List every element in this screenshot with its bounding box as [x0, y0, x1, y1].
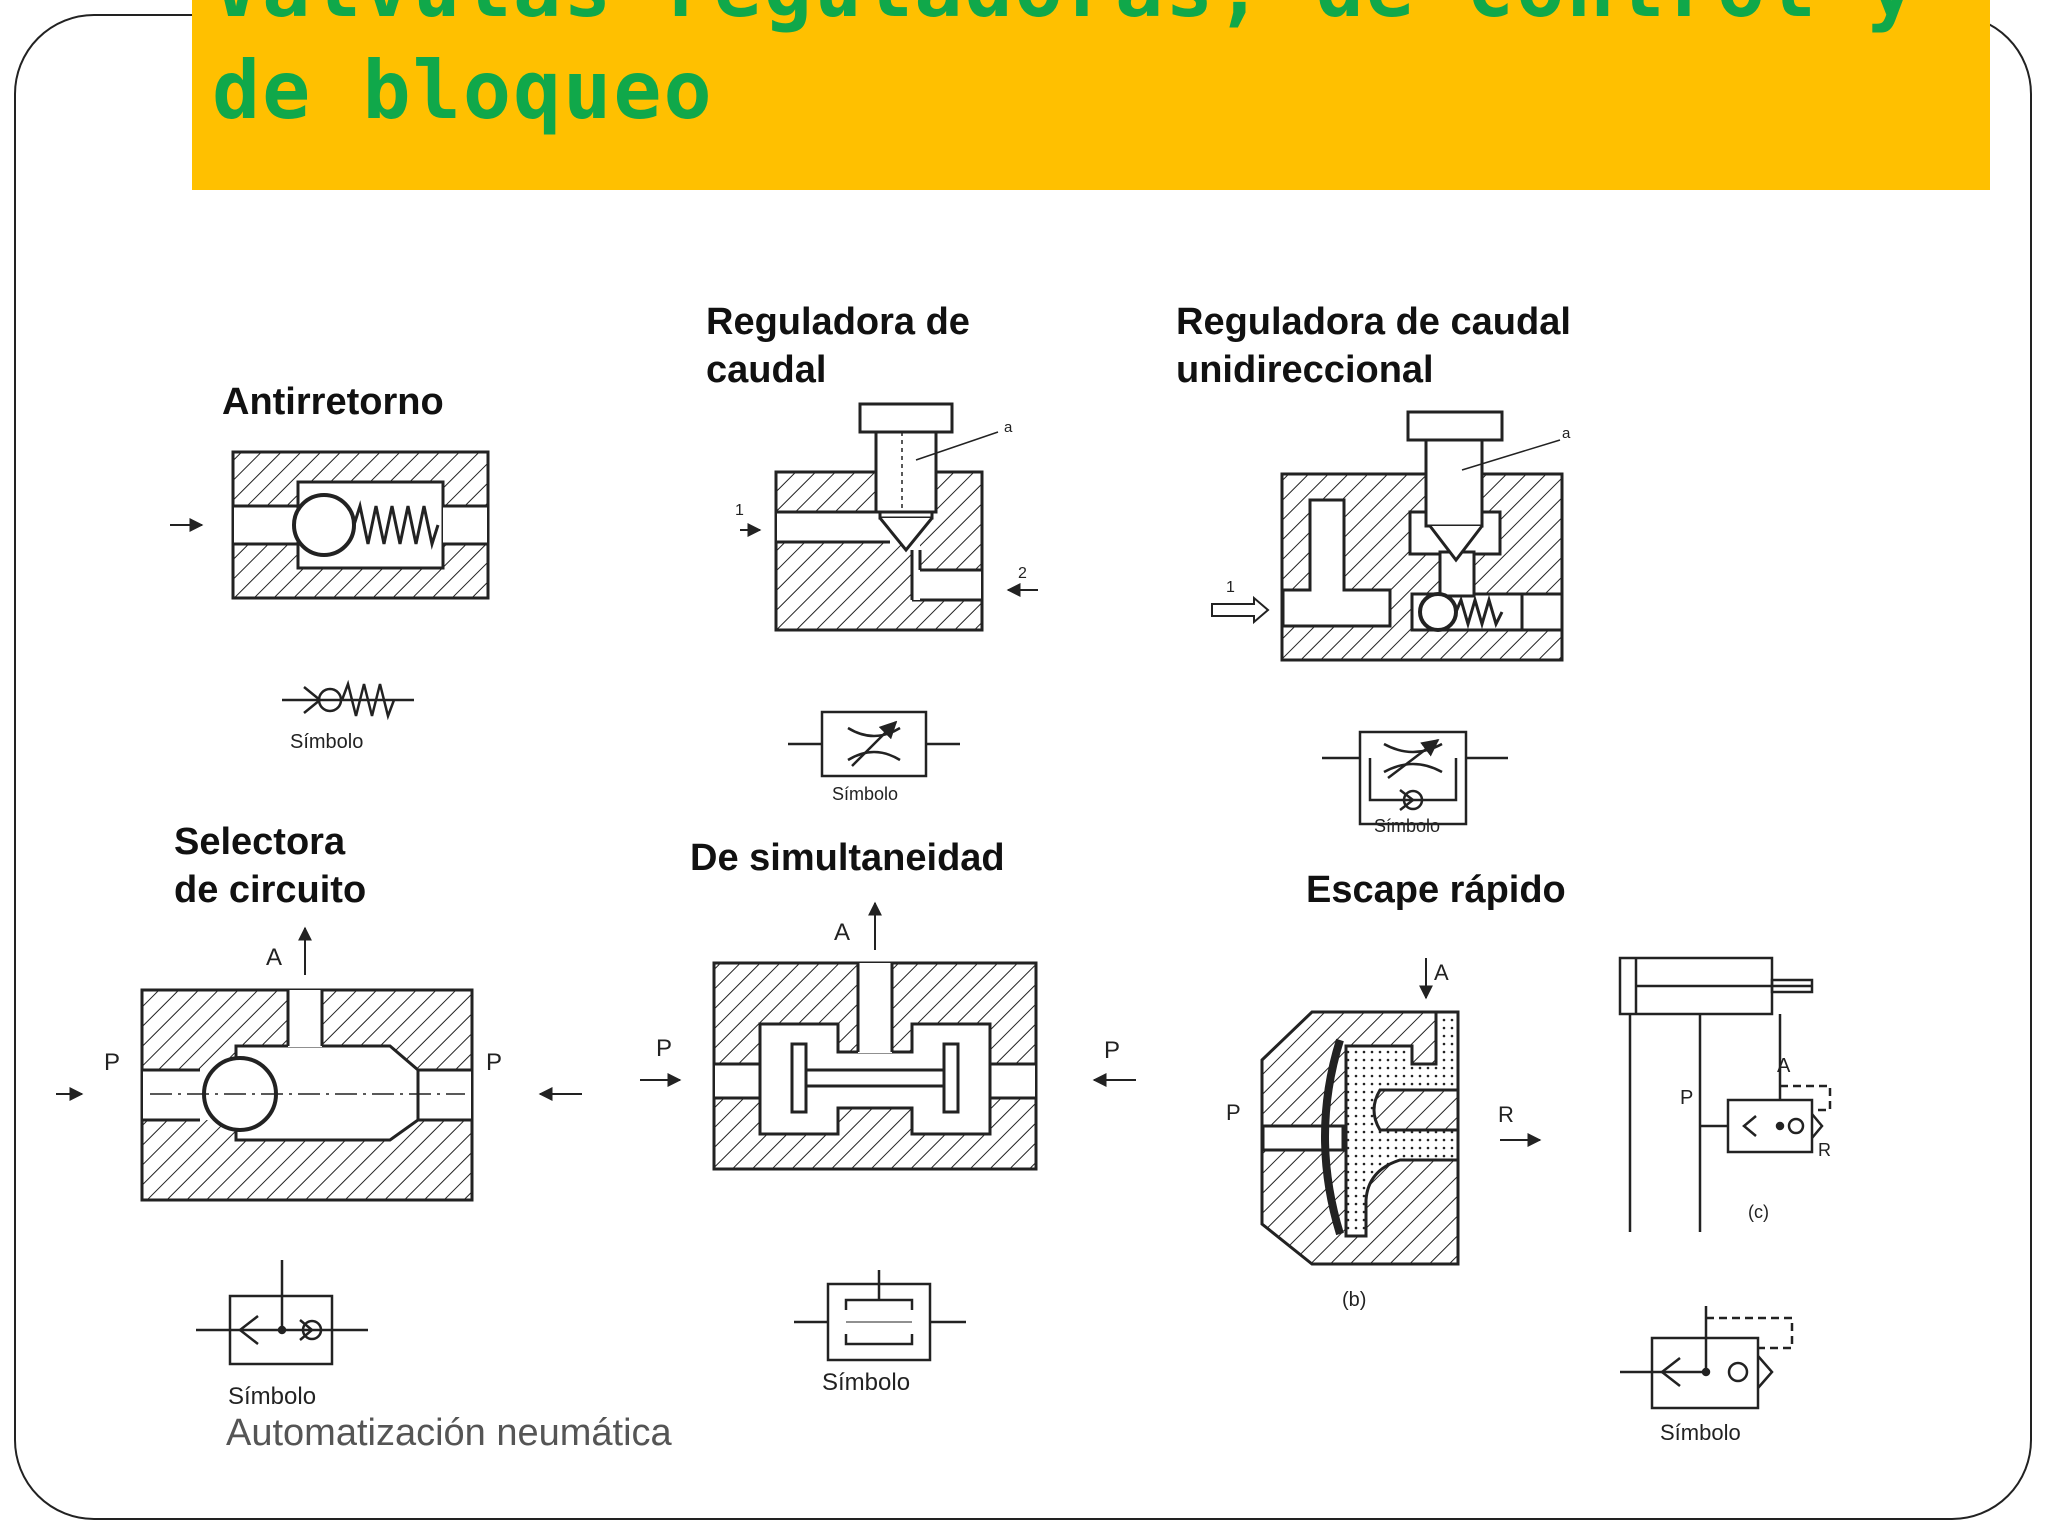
pressure-label-right: P: [486, 1049, 502, 1076]
label-antirretorno: Antirretorno: [222, 381, 444, 423]
screw-label-2: a: [1562, 425, 1571, 442]
inlet-label: 1: [735, 502, 744, 519]
symbol-caption-oneway: Símbolo: [1374, 816, 1440, 836]
one-way-flow-control-symbol: [1322, 730, 1508, 826]
output-label-4: A: [1777, 1055, 1791, 1077]
label-selectora: Selectora de circuito: [174, 821, 367, 911]
two-pressure-valve-diagram: [640, 901, 1136, 1171]
figure-b-label: (b): [1342, 1289, 1366, 1311]
quick-exhaust-circuit: [1618, 956, 1832, 1232]
two-pressure-valve-symbol: [794, 1270, 966, 1362]
inlet-label-2: 1: [1226, 579, 1235, 596]
flow-control-symbol: [788, 710, 960, 778]
pressure-label-left: P: [104, 1049, 120, 1076]
title-bar: Válvulas reguladoras, de control y de bl…: [192, 0, 1990, 190]
quick-exhaust-valve-diagram: [1260, 958, 1542, 1266]
pressure-label-left-2: P: [656, 1035, 672, 1062]
one-way-flow-control-diagram: [1211, 410, 1564, 662]
symbol-caption-exhaust: Símbolo: [1660, 1420, 1741, 1445]
symbol-caption-shuttle: Símbolo: [228, 1383, 316, 1410]
flow-control-valve-diagram: [740, 402, 1038, 632]
pressure-label-4: P: [1680, 1087, 1693, 1109]
footer-text: Automatización neumática: [226, 1412, 672, 1454]
pressure-label-right-2: P: [1104, 1037, 1120, 1064]
symbol-caption-check: Símbolo: [290, 731, 363, 753]
label-reguladora-caudal: Reguladora de caudal: [706, 301, 970, 391]
screw-label: a: [1004, 419, 1013, 436]
outlet-label: 2: [1018, 565, 1027, 582]
quick-exhaust-symbol: [1620, 1306, 1794, 1410]
output-label-3: A: [1434, 960, 1449, 985]
shuttle-valve-symbol: [196, 1260, 368, 1366]
label-simultaneidad: De simultaneidad: [690, 837, 1005, 879]
slide-title: Válvulas reguladoras, de control y de bl…: [212, 0, 1916, 137]
pressure-label-3: P: [1226, 1100, 1241, 1125]
slide-frame: [14, 14, 2032, 1520]
label-reguladora-unidireccional: Reguladora de caudal unidireccional: [1176, 301, 1571, 391]
label-escape-rapido: Escape rápido: [1306, 869, 1566, 911]
figure-c-label: (c): [1748, 1202, 1769, 1222]
check-valve-diagram: [170, 450, 490, 600]
symbol-caption-twopressure: Símbolo: [822, 1369, 910, 1396]
check-valve-symbol: [282, 679, 414, 721]
symbol-caption-flow: Símbolo: [832, 784, 898, 804]
exhaust-label-2: R: [1818, 1140, 1831, 1160]
output-label-2: A: [834, 919, 850, 946]
output-label: A: [266, 944, 282, 971]
shuttle-valve-diagram: [56, 926, 582, 1202]
exhaust-label: R: [1498, 1102, 1514, 1127]
